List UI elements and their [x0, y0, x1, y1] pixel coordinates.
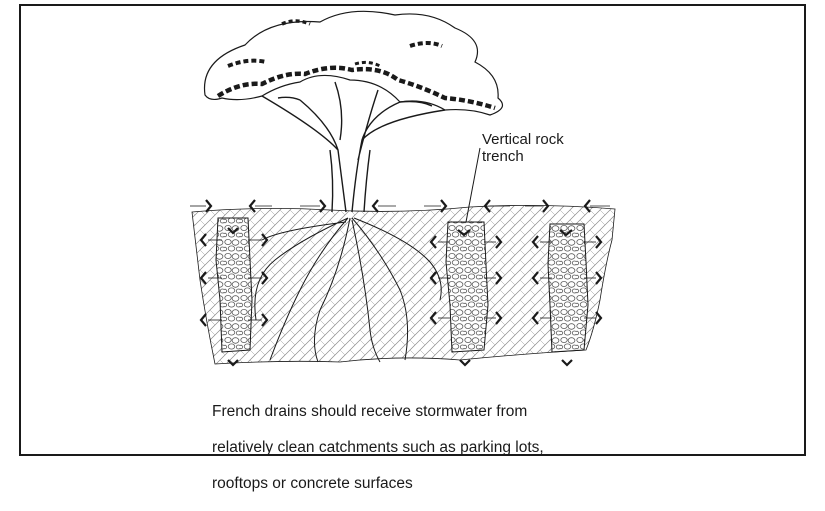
caption-line: rooftops or concrete surfaces: [212, 475, 682, 493]
caption-line: French drains should receive stormwater …: [212, 403, 682, 421]
caption-line: relatively clean catchments such as park…: [212, 439, 682, 457]
rock-trench-left: [216, 218, 252, 352]
rock-trench-right: [548, 224, 588, 352]
rock-trench-middle: [446, 222, 488, 352]
tree-canopy: [205, 11, 503, 115]
tree-trunk: [262, 82, 445, 212]
label-vertical-rock-trench: Vertical rock trench: [482, 131, 632, 165]
french-drain-figure: Vertical rock trench French drains shoul…: [0, 0, 825, 460]
figure-caption: French drains should receive stormwater …: [212, 385, 682, 511]
